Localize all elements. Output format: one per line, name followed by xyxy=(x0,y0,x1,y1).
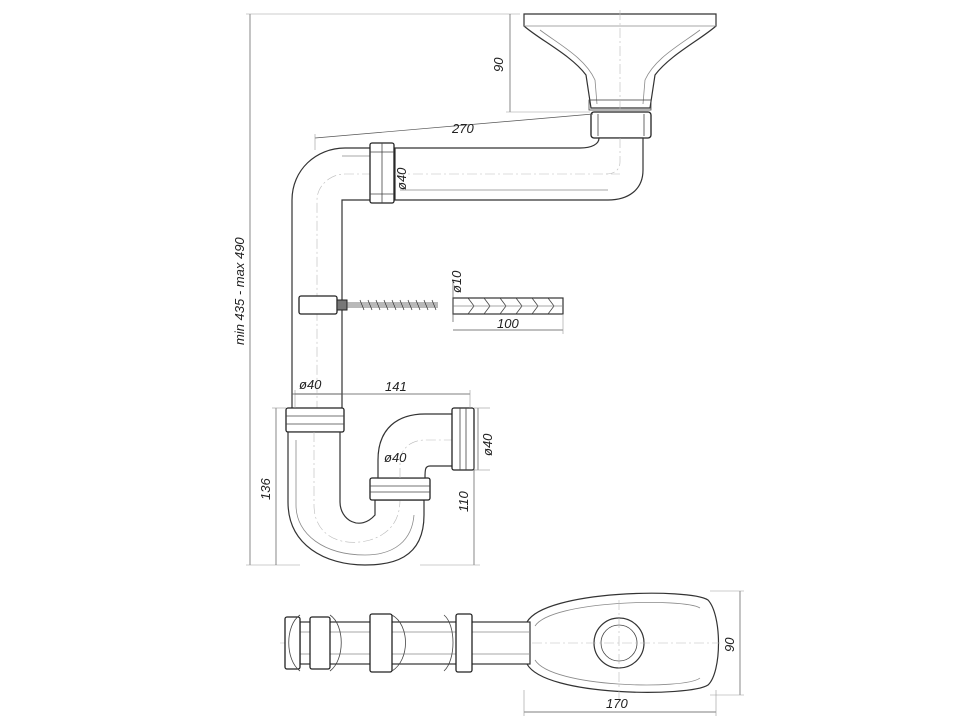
outlet-elbow xyxy=(377,413,470,479)
lower-coupling-nut xyxy=(285,407,345,433)
funnel-height-label: 90 xyxy=(491,57,506,72)
wall-clip xyxy=(298,295,348,315)
upper-drain-pipe xyxy=(394,137,644,201)
upper-coupling-nut xyxy=(369,142,395,204)
plan-view xyxy=(280,592,720,700)
drain-depth-label: 90 xyxy=(722,637,737,652)
wall-plug xyxy=(452,297,564,315)
screw-diameter-label: ø10 xyxy=(449,270,464,293)
mounting-screw xyxy=(347,299,438,311)
trap-offset-label: 141 xyxy=(385,379,407,394)
trap-height-label: 136 xyxy=(258,478,273,500)
outlet-coupling-nut xyxy=(451,407,475,471)
trap-inner-diameter-label: ø40 xyxy=(384,450,407,465)
plan-view-nuts xyxy=(284,613,473,673)
left-elbow-vertical-pipe xyxy=(291,147,373,411)
horizontal-length-label: 270 xyxy=(451,121,474,136)
screw-length-label: 100 xyxy=(497,316,519,331)
trap-inner-nut xyxy=(369,477,431,501)
drain-width-label: 170 xyxy=(606,696,628,711)
total-height-label: min 435 - max 490 xyxy=(232,237,247,345)
outlet-diameter-label: ø40 xyxy=(480,433,495,456)
vertical-pipe-diameter-label: ø40 xyxy=(299,377,322,392)
u-trap xyxy=(287,431,425,566)
funnel-coupling-nut xyxy=(590,111,652,139)
funnel-inlet xyxy=(523,10,717,140)
outlet-height-label: 110 xyxy=(456,491,471,512)
upper-pipe-diameter-label: ø40 xyxy=(394,167,409,190)
dimension-lines xyxy=(246,13,744,716)
